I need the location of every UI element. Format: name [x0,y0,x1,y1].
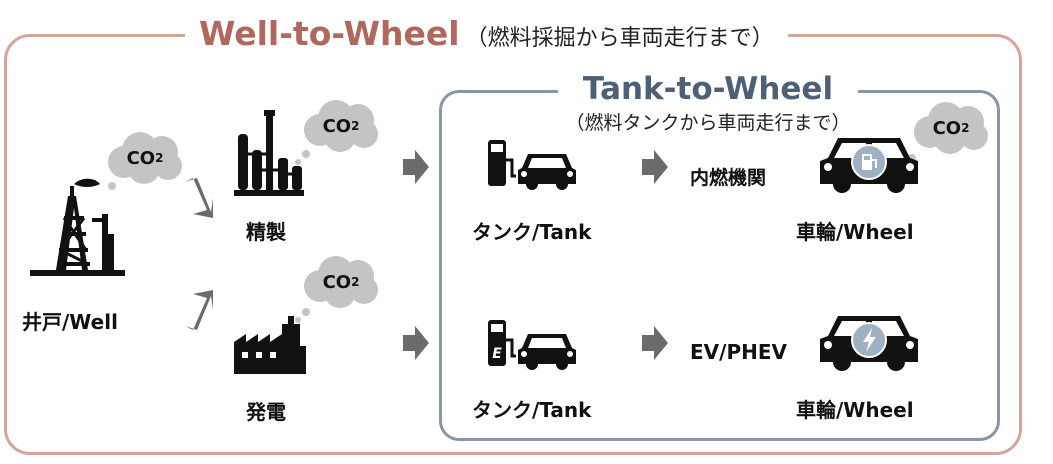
tank-to-wheel-title: Tank-to-Wheel [558,68,858,110]
well-to-wheel-title: Well-to-Wheel（燃料採掘から車両走行まで） [185,10,788,58]
well-label: 井戸/Well [22,310,118,334]
co2-label: CO [322,271,352,293]
co2-subscript: 2 [351,275,360,289]
oil-derrick-icon [30,178,125,278]
car-icon [518,330,576,372]
car-icon [820,134,918,196]
power-label: 発電 [246,400,286,424]
fuel-pump-icon [488,140,516,186]
engine-label: 内燃機関 [690,167,767,189]
svg-text:E: E [492,346,502,362]
car-icon [820,312,918,374]
co2-label: CO [932,117,962,139]
tank-to-wheel-title-text: Tank-to-Wheel [582,71,834,107]
arrow-right-icon [183,178,213,218]
wheel-label-bottom: 車輪/Wheel [796,398,914,422]
wheel-label-top: 車輪/Wheel [796,220,914,244]
factory-icon [234,316,306,374]
arrow-right-icon [403,326,429,360]
co2-label: CO [322,115,352,137]
tank-to-wheel-note: （燃料タンクから車両走行まで） [565,112,851,134]
co2-subscript: 2 [351,119,360,133]
tank-label-bottom: タンク/Tank [472,398,592,422]
co2-subscript: 2 [961,121,970,135]
car-icon [518,150,576,192]
refinery-label: 精製 [246,220,286,244]
well-to-wheel-title-text: Well-to-Wheel [199,14,460,53]
co2-label: CO [126,147,156,169]
charging-station-icon: E [488,320,516,366]
arrow-right-icon [183,290,213,330]
well-to-wheel-note: （燃料採掘から車両走行まで） [465,26,774,51]
tank-label-top: タンク/Tank [472,220,592,244]
arrow-right-icon [642,326,668,360]
arrow-right-icon [403,150,429,184]
co2-subscript: 2 [155,151,164,165]
arrow-right-icon [642,150,668,184]
ev-label: EV/PHEV [690,340,787,364]
refinery-icon [234,110,304,196]
